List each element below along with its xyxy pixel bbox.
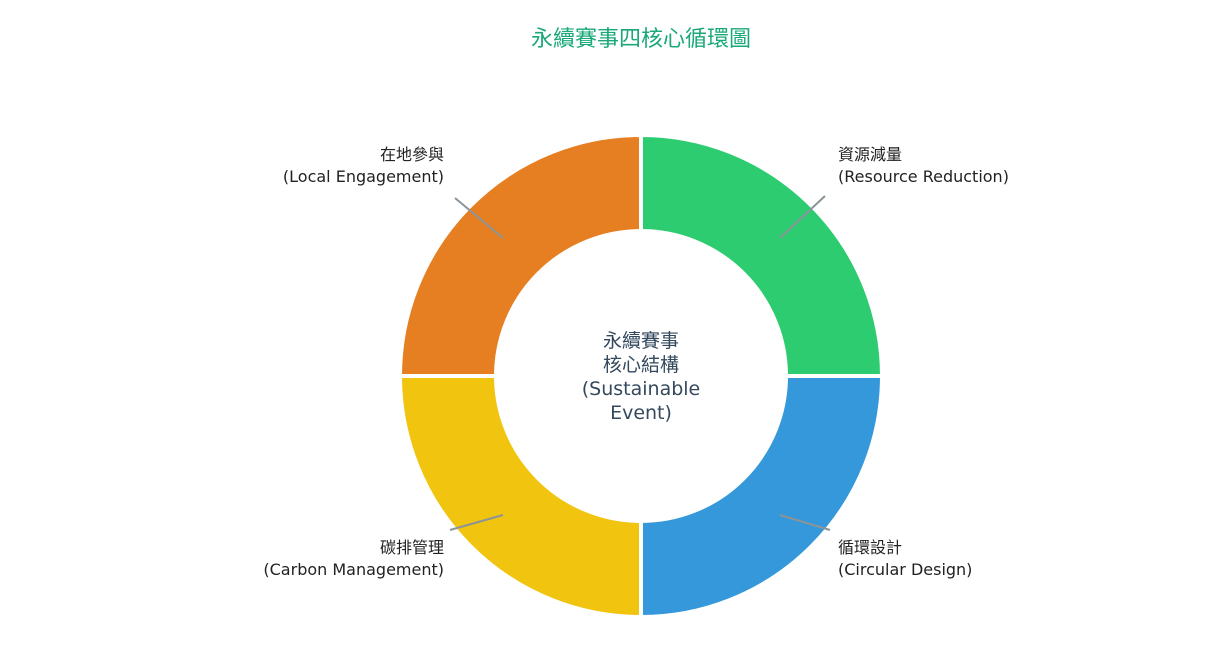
slice-label-zh-resource-reduction: 資源減量: [838, 145, 902, 164]
slice-label-en-circular-design: (Circular Design): [838, 560, 972, 579]
slice-label-zh-circular-design: 循環設計: [838, 538, 902, 557]
leader-line-local-engagement: [454, 197, 504, 239]
slice-label-zh-local-engagement: 在地參與: [380, 145, 444, 164]
chart-title: 永續賽事四核心循環圖: [531, 27, 751, 52]
slice-label-en-resource-reduction: (Resource Reduction): [838, 167, 1009, 186]
slice-labels-layer: 資源減量 (Resource Reduction) 循環設計 (Circular De…: [263, 145, 1009, 579]
slices-layer: [397, 132, 885, 620]
center-label-line-4: Event): [610, 402, 672, 424]
center-label-line-3: (Sustainable: [582, 378, 701, 400]
slice-local-engagement: [397, 132, 643, 378]
slice-label-en-carbon-management: (Carbon Management): [263, 560, 444, 579]
leader-lines-layer: [449, 195, 831, 531]
leader-line-resource-reduction: [779, 195, 826, 239]
leader-line-carbon-management: [449, 514, 504, 531]
slice-carbon-management: [397, 374, 643, 620]
slice-circular-design: [639, 374, 885, 620]
leader-line-circular-design: [779, 514, 831, 531]
center-label-line-2: 核心結構: [603, 354, 679, 376]
center-label-line-1: 永續賽事: [603, 330, 679, 352]
slice-label-zh-carbon-management: 碳排管理: [380, 538, 444, 557]
slice-resource-reduction: [639, 132, 885, 378]
slice-label-en-local-engagement: (Local Engagement): [283, 167, 444, 186]
